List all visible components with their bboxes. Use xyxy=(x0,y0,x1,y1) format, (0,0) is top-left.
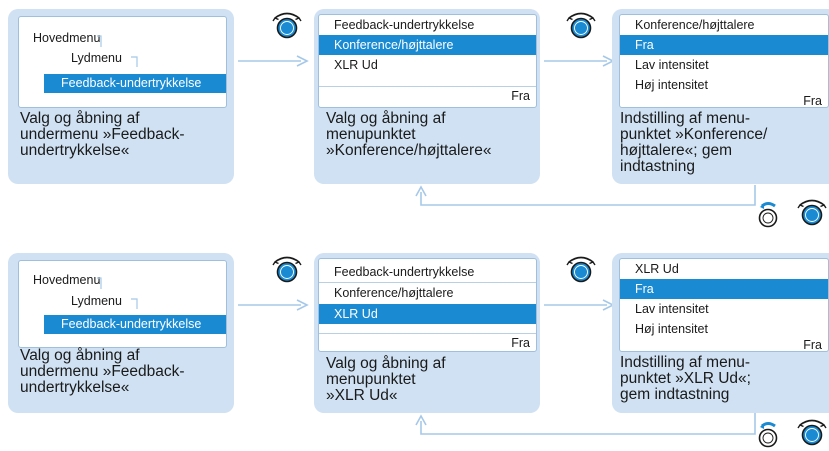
jog-dial-turn-icon xyxy=(272,256,302,283)
row1-step3-panel: Konference/højttalere Fra Lav intensitet… xyxy=(612,9,829,184)
divider xyxy=(319,282,536,283)
menu-item[interactable]: XLR Ud xyxy=(334,58,378,72)
row2-step1-panel: Hovedmenu Lydmenu Feedback-undertrykkels… xyxy=(8,253,234,413)
row2-step3-caption: Indstilling af menu-punktet »XLR Ud«;gem… xyxy=(620,354,751,403)
jog-dial-press-icon xyxy=(758,201,778,228)
tree-sub-label: Lydmenu xyxy=(71,51,122,65)
status-value: Fra xyxy=(511,89,530,103)
tree-connector-icon xyxy=(97,277,138,309)
row2-step1-menu-tree: Hovedmenu Lydmenu Feedback-undertrykkels… xyxy=(18,260,227,348)
jog-dial-turn-icon xyxy=(566,12,596,39)
menu-item[interactable]: Feedback-undertrykkelse xyxy=(334,18,475,32)
tree-main-label: Hovedmenu xyxy=(33,273,101,287)
tree-selected-item[interactable]: Feedback-undertrykkelse xyxy=(44,74,226,93)
menu-item[interactable]: Feedback-undertrykkelse xyxy=(334,265,475,279)
arrow-right-icon xyxy=(238,299,309,311)
row1-step1-panel: Hovedmenu Lydmenu Feedback-undertrykkels… xyxy=(8,9,234,184)
menu-item[interactable]: Lav intensitet xyxy=(635,58,709,72)
arrow-right-icon xyxy=(238,55,309,67)
menu-item-selected[interactable]: Fra xyxy=(620,279,828,299)
arrow-right-icon xyxy=(544,55,615,67)
return-arrow-icon xyxy=(415,413,756,435)
row1-step3-menu-screen: Konference/højttalere Fra Lav intensitet… xyxy=(619,14,829,108)
arrow-right-icon xyxy=(544,299,615,311)
status-value: Fra xyxy=(803,94,822,108)
menu-header: Konference/højttalere xyxy=(635,18,755,32)
menu-item-selected[interactable]: Konference/højttalere xyxy=(319,35,536,55)
row2-step2-panel: Feedback-undertrykkelse Konference/højtt… xyxy=(314,253,540,413)
tree-selected-item[interactable]: Feedback-undertrykkelse xyxy=(44,315,226,334)
jog-dial-turn-icon xyxy=(797,419,827,446)
menu-header: XLR Ud xyxy=(635,262,679,276)
menu-item[interactable]: Lav intensitet xyxy=(635,302,709,316)
row2-step3-menu-screen: XLR Ud Fra Lav intensitet Høj intensitet… xyxy=(619,258,829,352)
status-value: Fra xyxy=(511,336,530,350)
status-value: Fra xyxy=(803,338,822,352)
jog-dial-press-icon xyxy=(758,421,778,448)
menu-item-selected[interactable]: XLR Ud xyxy=(319,304,536,324)
row2-step3-panel: XLR Ud Fra Lav intensitet Høj intensitet… xyxy=(612,253,829,413)
row2-step2-menu-screen: Feedback-undertrykkelse Konference/højtt… xyxy=(318,258,537,352)
divider xyxy=(319,86,536,87)
row1-step3-caption: Indstilling af menu-punktet »Konference/… xyxy=(620,110,768,175)
jog-dial-turn-icon xyxy=(566,256,596,283)
tree-main-label: Hovedmenu xyxy=(33,31,101,45)
row1-step2-menu-screen: Feedback-undertrykkelse Konference/højtt… xyxy=(318,14,537,108)
jog-dial-turn-icon xyxy=(272,12,302,39)
menu-item[interactable]: Høj intensitet xyxy=(635,322,708,336)
jog-dial-turn-icon xyxy=(797,199,827,226)
tree-connector-icon xyxy=(97,35,138,67)
menu-item[interactable]: Høj intensitet xyxy=(635,78,708,92)
tree-sub-label: Lydmenu xyxy=(71,294,122,308)
divider xyxy=(319,333,536,334)
row1-step1-menu-tree: Hovedmenu Lydmenu Feedback-undertrykkels… xyxy=(18,16,227,108)
row1-step2-panel: Feedback-undertrykkelse Konference/højtt… xyxy=(314,9,540,184)
menu-item[interactable]: Konference/højttalere xyxy=(334,286,454,300)
return-arrow-icon xyxy=(415,185,756,206)
menu-item-selected[interactable]: Fra xyxy=(620,35,828,55)
